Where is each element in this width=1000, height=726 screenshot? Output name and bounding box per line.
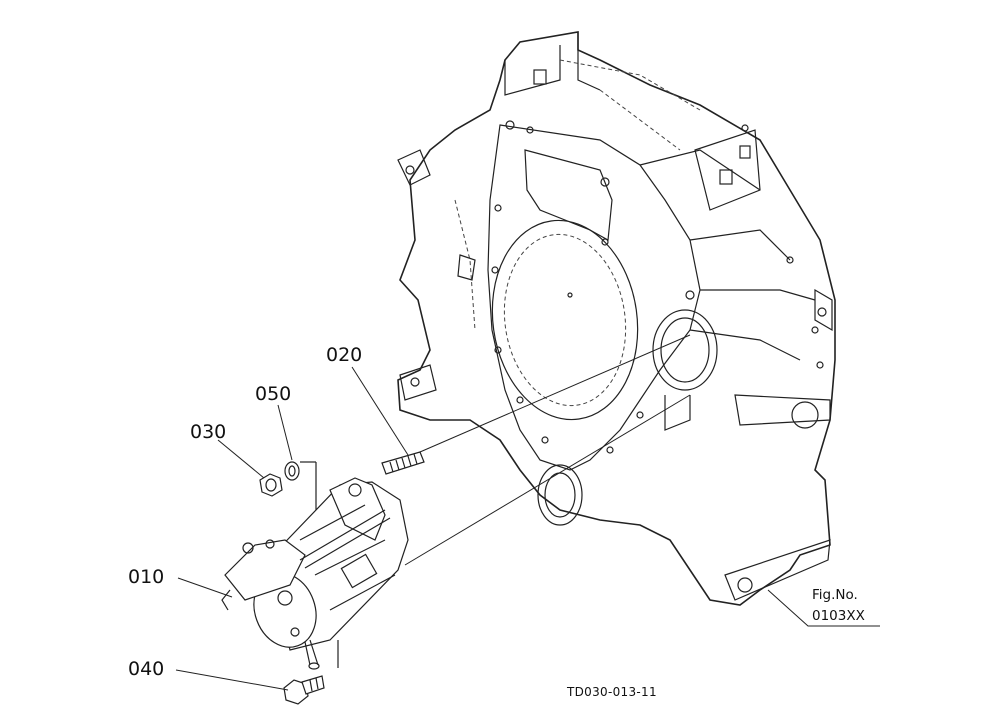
- part-label-010: 010: [128, 566, 164, 588]
- assembly-guide-lines: [404, 334, 691, 566]
- part-label-040: 040: [128, 658, 164, 680]
- drawing-code: TD030-013-11: [566, 685, 657, 699]
- flywheel-housing: [397, 31, 836, 606]
- stud-bolt: [381, 451, 425, 475]
- part-label-050: 050: [255, 383, 291, 405]
- hex-nut: [259, 473, 283, 497]
- starter-motor: [221, 461, 409, 670]
- hex-bolt: [283, 675, 325, 705]
- part-label-030: 030: [190, 421, 226, 443]
- figure-label: Fig.No.: [812, 587, 858, 603]
- figure-number: 0103XX: [812, 608, 865, 624]
- leader-lines: [175, 366, 880, 691]
- spring-washer: [284, 461, 300, 481]
- part-label-020: 020: [326, 344, 362, 366]
